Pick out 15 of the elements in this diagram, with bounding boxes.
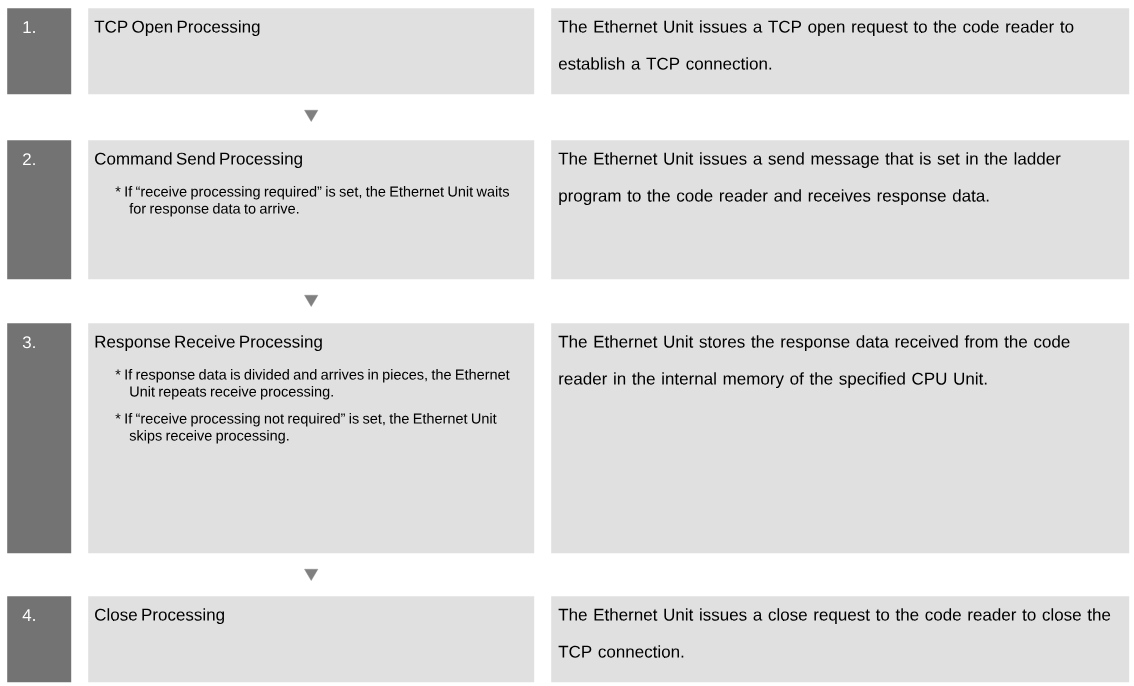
description-box: The Ethernet Unit issues a close request to the code reader to close the TCP connection.: [551, 596, 1130, 683]
step-number-box: 4.: [7, 596, 72, 683]
step-box: TCP Open Processing: [88, 8, 535, 95]
step-number-box: 2.: [7, 140, 72, 280]
arrow: [304, 109, 319, 122]
step-number-box: 1.: [7, 8, 72, 95]
description-box: The Ethernet Unit issues a send message that is set in the ladder program to the code reader and receives response data.: [551, 140, 1130, 280]
step-box: Close Processing: [88, 596, 535, 683]
step-number-box: 3.: [7, 323, 72, 554]
description-box: The Ethernet Unit stores the response data received from the code reader in the internal memory of the specified CPU Unit.: [551, 323, 1130, 554]
step-box: Command Send Processing * If “receive processing required” is set, the Ethernet Unit waits for response data to arrive.: [88, 140, 535, 280]
arrow: [304, 568, 319, 581]
step-box: Response Receive Processing * If response data is divided and arrives in pieces, the Ethernet Unit repeats receive processing. * If “receive processing not required” is set, the Ethernet Unit skips receive processing.: [88, 323, 535, 554]
description-box: The Ethernet Unit issues a TCP open request to the code reader to establish a TCP connection.: [551, 8, 1130, 95]
arrow: [304, 294, 319, 307]
